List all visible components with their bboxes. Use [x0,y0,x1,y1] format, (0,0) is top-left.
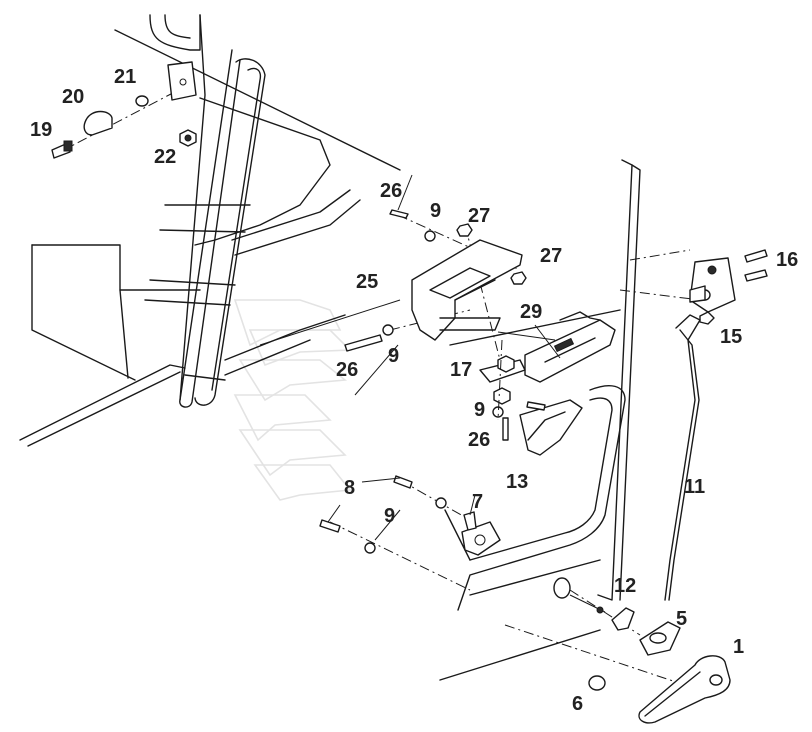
nut-27-top [456,223,473,237]
washer-9-a [435,497,447,509]
link-rod-11 [664,314,701,601]
bracket-25 [411,239,523,341]
nut-lower [493,387,511,405]
washer-9-mid [382,324,394,336]
latch-29-assembly [479,311,616,441]
cab-body [19,14,401,447]
callout-22: 22 [154,146,176,168]
bolt-8-lower [319,519,341,533]
callout-26-mid: 26 [336,359,358,381]
watermark-logo [233,299,352,501]
washer-9-lower [492,406,504,418]
callout-9-bottom: 9 [384,505,395,527]
washer-9-top [424,230,436,242]
callout-17: 17 [450,359,472,381]
callout-20: 20 [62,86,84,108]
callout-9-mid: 9 [388,345,399,367]
nut-17 [497,355,515,373]
callout-12: 12 [614,575,636,597]
callout-25: 25 [356,271,378,293]
callout-labels: 1 5 6 7 8 9 9 9 9 11 12 13 15 16 17 19 2… [30,66,798,715]
bolt-16-top [744,249,768,263]
bracket-13 [519,399,583,456]
callout-6: 6 [572,693,583,715]
bolt-16-lower [744,269,768,282]
washer-21 [135,95,149,107]
callout-19: 19 [30,119,52,141]
callout-16: 16 [776,249,798,271]
callout-7: 7 [472,491,483,513]
bolt-13 [526,401,546,411]
cap-plug [553,577,571,599]
callout-27-right: 27 [540,245,562,267]
bracket-25-assembly [344,209,527,361]
spring-12 [611,607,635,631]
striker-7-assembly [319,475,501,591]
callout-15: 15 [720,326,742,348]
callout-8: 8 [344,477,355,499]
washer-6 [588,675,606,691]
handle-1 [638,655,731,724]
washer-9-b [364,542,376,554]
nut-27-right [510,271,527,285]
callout-26-lower: 26 [468,429,490,451]
handle-assembly [504,577,731,724]
grab-rail [144,14,266,408]
striker-7 [461,521,501,556]
bolt-26-top [389,209,409,219]
callout-27-top: 27 [468,205,490,227]
callout-9-top: 9 [430,200,441,222]
hinge-pin-block-20 [83,110,113,136]
bolt-26-mid [344,334,383,352]
callout-1: 1 [733,636,744,658]
bolt-26-lower [502,417,509,441]
nut-15 [699,311,715,325]
bracket-13-assembly [519,399,583,456]
callout-11: 11 [684,476,705,498]
door-frame [439,159,641,681]
leader-lines [259,174,561,541]
callout-29: 29 [520,301,542,323]
hinge-assembly-left [51,61,197,159]
hinge-plate [167,61,197,101]
callout-9-lower: 9 [474,399,485,421]
callout-5: 5 [676,608,687,630]
latch-mechanism-right [619,249,768,325]
bolt-8-upper [393,475,413,489]
callout-26-top: 26 [380,180,402,202]
callout-21: 21 [114,66,136,88]
callout-13: 13 [506,471,528,493]
